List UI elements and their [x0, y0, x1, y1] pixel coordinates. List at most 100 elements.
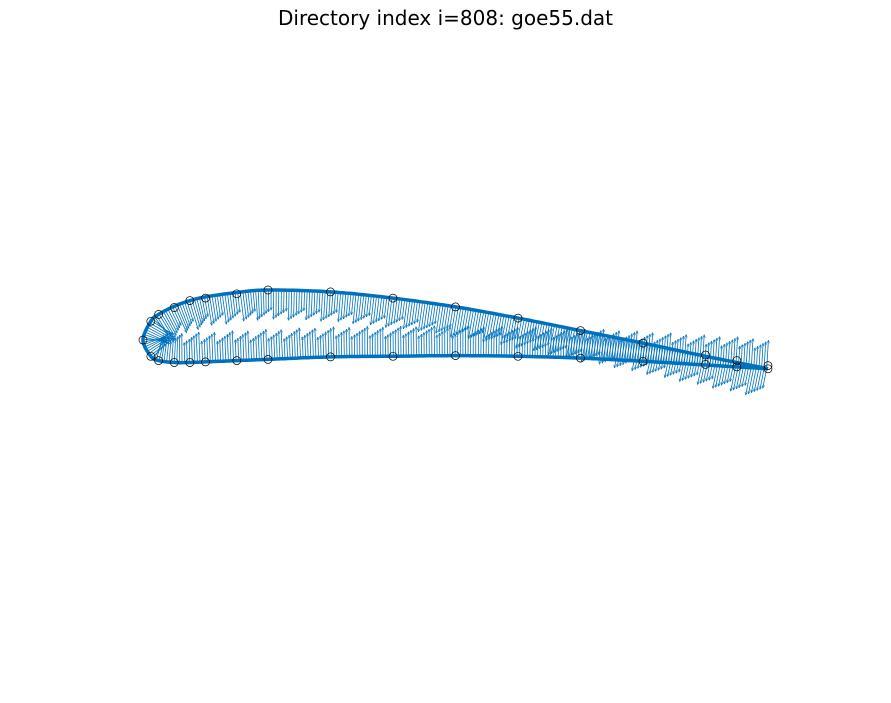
normal-arrow [229, 293, 233, 318]
normal-arrow [530, 321, 535, 342]
coordinate-marker [154, 356, 163, 365]
normal-arrow [760, 367, 765, 389]
normal-arrow [174, 305, 187, 333]
normal-arrow [545, 331, 546, 357]
coordinate-marker [326, 287, 335, 297]
coordinate-marker [732, 356, 742, 365]
coordinate-marker [146, 316, 156, 326]
normal-arrow [216, 294, 220, 317]
coordinate-marker [232, 356, 242, 365]
normal-arrow [424, 302, 429, 329]
normal-arrow [341, 292, 344, 320]
airfoil-contour [141, 288, 769, 371]
normal-arrow [331, 291, 334, 315]
normal-arrow [534, 322, 540, 351]
normal-arrow [328, 330, 329, 357]
normal-arrow [234, 292, 238, 315]
normal-arrow [432, 303, 436, 325]
normal-arrow [237, 292, 240, 312]
normal-arrow [248, 331, 249, 361]
normal-arrow [299, 328, 301, 358]
coordinate-marker [576, 353, 585, 363]
normal-arrow [504, 316, 510, 343]
normal-arrow [714, 338, 717, 366]
normal-arrow [269, 339, 270, 360]
normal-arrow [296, 290, 297, 315]
normal-arrow [196, 334, 198, 363]
normal-arrow [199, 332, 201, 363]
coordinate-marker [263, 355, 273, 364]
normal-arrow [661, 347, 667, 369]
normal-arrow [558, 334, 559, 358]
normal-arrow [454, 307, 459, 335]
normal-arrow [641, 343, 646, 368]
normal-arrow [571, 337, 572, 358]
normal-arrow [514, 329, 515, 357]
normal-arrow [204, 339, 205, 362]
normal-arrow [163, 311, 176, 335]
normal-arrow [367, 295, 370, 317]
normal-arrow [510, 317, 515, 341]
normal-arrow [748, 340, 751, 368]
normal-arrow [222, 338, 223, 362]
normal-arrow [557, 326, 563, 352]
coordinate-marker [201, 357, 210, 367]
normal-arrow [245, 291, 248, 317]
normal-arrow [314, 290, 315, 315]
normal-arrow [469, 309, 474, 339]
normal-arrow [291, 290, 292, 318]
normal-arrow [409, 300, 413, 327]
normal-arrow [664, 348, 669, 368]
normal-arrow [217, 341, 218, 362]
normal-arrow [172, 306, 181, 325]
normal-arrow [299, 290, 300, 314]
normal-arrow [462, 308, 467, 332]
normal-arrow [722, 344, 724, 367]
normal-arrow [191, 299, 200, 327]
normal-arrow [361, 294, 365, 320]
normal-arrow [181, 302, 190, 326]
normal-arrow [235, 340, 236, 361]
normal-arrow [326, 332, 327, 358]
normal-arrow [263, 290, 264, 315]
normal-arrow [512, 330, 513, 357]
normal-arrow [645, 336, 647, 362]
normal-arrow [292, 333, 293, 359]
normal-arrow [356, 294, 359, 322]
normal-arrow [761, 343, 764, 369]
normal-arrow [404, 299, 408, 329]
normal-arrow [227, 293, 231, 321]
normal-arrow [364, 295, 367, 318]
normal-arrow [240, 336, 241, 361]
normal-arrow [483, 312, 490, 343]
normal-arrow [439, 304, 444, 332]
normal-arrow [352, 293, 354, 315]
normal-arrow [214, 332, 215, 362]
normal-arrow [671, 342, 673, 363]
normal-arrow [187, 341, 188, 363]
normal-arrow [656, 340, 657, 363]
normal-arrow [569, 328, 570, 358]
normal-arrow [635, 342, 641, 370]
normal-arrow [224, 293, 229, 322]
normal-arrow [242, 291, 247, 319]
normal-arrow [684, 335, 686, 364]
normal-arrow [318, 337, 319, 358]
normal-arrow [212, 334, 213, 362]
normal-arrow [161, 335, 166, 362]
normal-arrow [271, 337, 272, 360]
normal-arrow [527, 332, 528, 357]
normal-arrow [189, 300, 199, 330]
normal-arrow [221, 294, 226, 324]
normal-arrow [477, 311, 482, 335]
coordinate-marker [146, 351, 156, 361]
normal-arrow [310, 332, 311, 358]
normal-arrow [220, 340, 221, 362]
normal-arrow [605, 338, 606, 360]
normal-arrow [427, 302, 431, 328]
normal-arrow [599, 334, 603, 355]
normal-arrow [587, 338, 588, 359]
normal-arrow [353, 293, 357, 324]
normal-arrow [451, 306, 457, 337]
coordinate-marker [638, 356, 648, 366]
